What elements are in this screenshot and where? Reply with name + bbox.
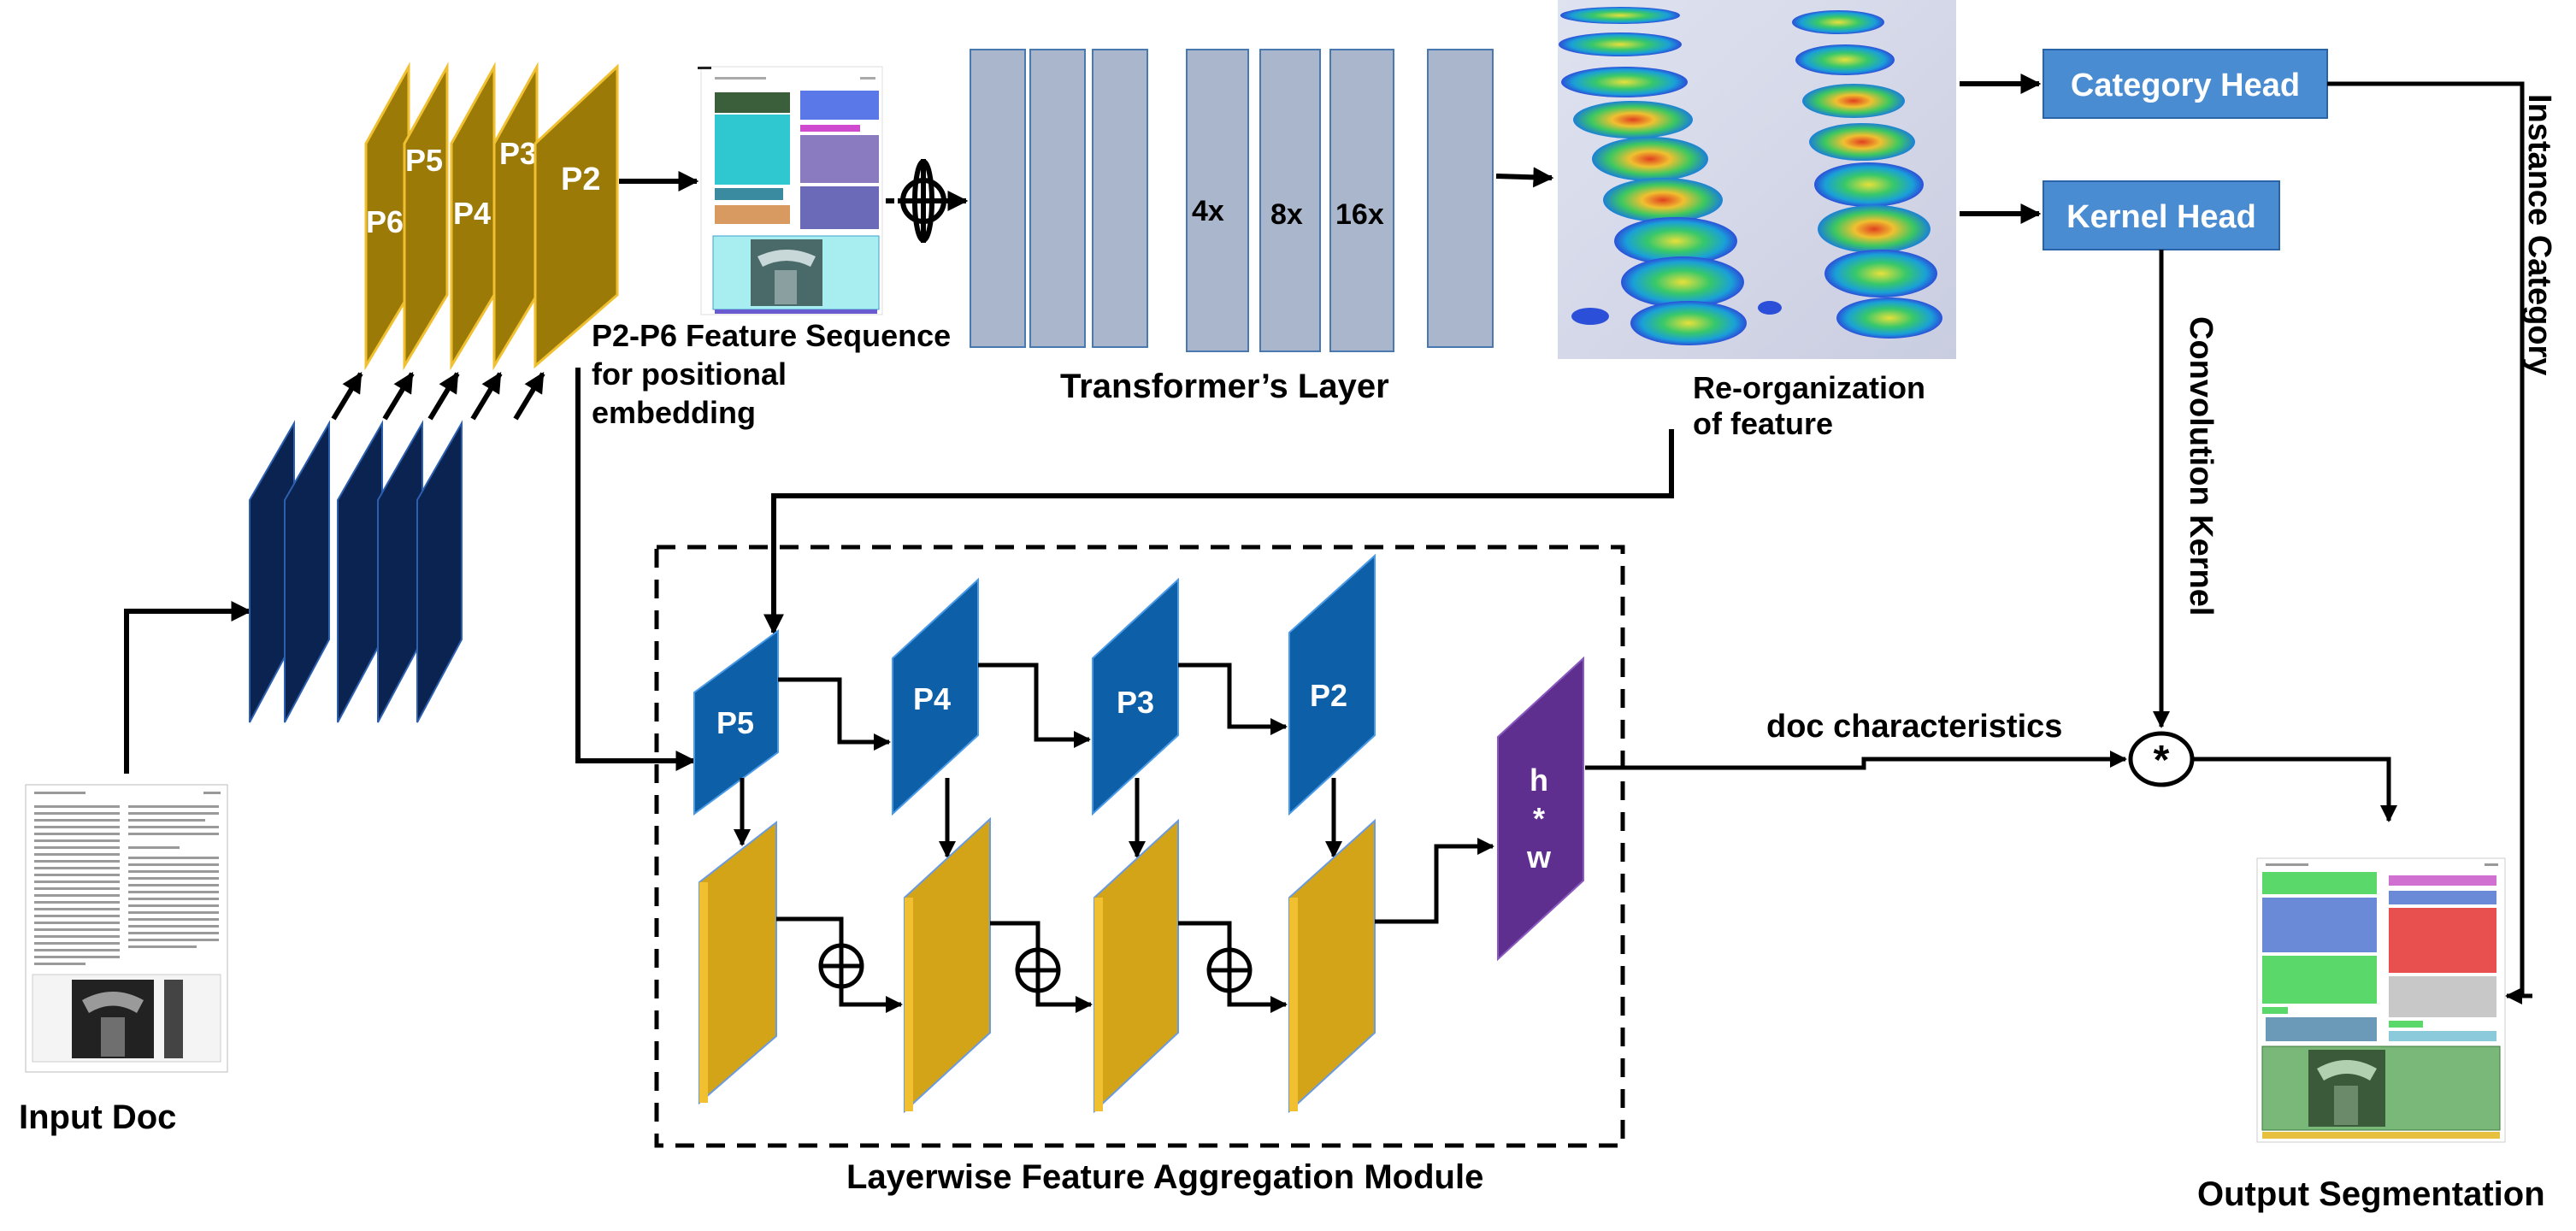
backbone-to-pyramid-arrows: [331, 371, 545, 421]
aggregation-node-p3: P3: [1092, 577, 1179, 816]
backbone-feature-maps: [249, 420, 463, 723]
aggregation-module-label: Layerwise Feature Aggregation Module: [846, 1158, 1483, 1196]
feature-sequence-label-line2: for positional: [592, 356, 787, 392]
input-doc-label: Input Doc: [19, 1098, 176, 1136]
reorganization-heatmap: [1558, 0, 1956, 359]
svg-text:P2: P2: [561, 162, 600, 197]
pyramid-level-p2: P2: [533, 63, 619, 369]
feature-sequence-label-line3: embedding: [592, 395, 756, 430]
reorganization-label-line2: of feature: [1693, 406, 1833, 441]
svg-text:P5: P5: [405, 143, 443, 178]
category-head: Category Head: [2043, 49, 2328, 119]
pyramid-level-p4: P4: [450, 62, 496, 371]
output-segmentation-thumbnail: [2256, 857, 2506, 1143]
input-doc-thumbnail: [25, 784, 228, 1073]
pyramid-level-p3: P3: [492, 62, 539, 371]
reorganization-label-line1: Re-organization: [1693, 370, 1925, 405]
reorg-to-aggregation-arrow: [763, 429, 1674, 635]
transformer-scale-16x: 16x: [1335, 198, 1384, 231]
svg-text:P2: P2: [1310, 678, 1347, 713]
aggregation-down-arrows: [734, 778, 1342, 858]
svg-text:w: w: [1526, 839, 1552, 875]
transformer-scale-4x: 4x: [1192, 195, 1224, 227]
positional-embedding-add-icon: [898, 159, 949, 243]
transformer-layers: 4x 8x 16x: [970, 49, 1494, 352]
aggregation-node-p4: P4: [892, 577, 979, 816]
pyramid-level-p5: P5: [403, 62, 449, 371]
convolution-operator: *: [2128, 731, 2195, 787]
doc-characteristics-arrow: [1585, 751, 2127, 770]
operator-to-output-arrow: [2194, 757, 2397, 822]
aggregation-module-box: [654, 545, 1625, 1148]
aggregation-node-p5: P5: [693, 629, 779, 816]
feature-map-hw: h * w: [1497, 656, 1584, 962]
aggregation-add-icons: [818, 943, 1253, 993]
svg-text:P3: P3: [1117, 685, 1154, 720]
gold-to-output-map-arrow: [1375, 838, 1494, 924]
feature-pyramid: P6 P5 P4 P3 P2: [364, 62, 619, 371]
svg-text:h: h: [1530, 763, 1548, 798]
svg-text:P4: P4: [453, 196, 491, 231]
aggregation-node-p2: P2: [1288, 553, 1376, 816]
input-to-backbone-arrow: [124, 601, 252, 774]
convolution-kernel-label: Convolution Kernel: [2183, 316, 2219, 616]
transformer-to-reorg-arrow: [1495, 167, 1554, 188]
pyramid-to-aggregation-arrow: [575, 368, 697, 771]
aggregation-top-arrows: [778, 663, 1288, 751]
svg-text:*: *: [1533, 801, 1545, 836]
svg-text:*: *: [2154, 738, 2170, 783]
instance-category-label: Instance Category: [2521, 94, 2557, 375]
pyramid-level-p6: P6: [364, 62, 410, 371]
kernel-head: Kernel Head: [2043, 180, 2280, 250]
aggregation-gold-maps: [699, 816, 1376, 1114]
svg-text:Category Head: Category Head: [2071, 68, 2300, 103]
svg-text:P5: P5: [716, 705, 754, 740]
feature-sequence-thumbnail: [698, 66, 883, 315]
feature-sequence-label-line1: P2-P6 Feature Sequence: [592, 318, 951, 353]
svg-text:Kernel Head: Kernel Head: [2066, 199, 2256, 235]
svg-text:P6: P6: [366, 204, 404, 239]
transformer-scale-8x: 8x: [1270, 198, 1303, 231]
svg-text:P3: P3: [499, 136, 537, 171]
svg-text:P4: P4: [913, 681, 951, 716]
doc-characteristics-label: doc characteristics: [1766, 709, 2062, 745]
output-segmentation-label: Output Segmentation: [2197, 1175, 2545, 1213]
transformer-label: Transformer’s Layer: [1060, 368, 1389, 405]
